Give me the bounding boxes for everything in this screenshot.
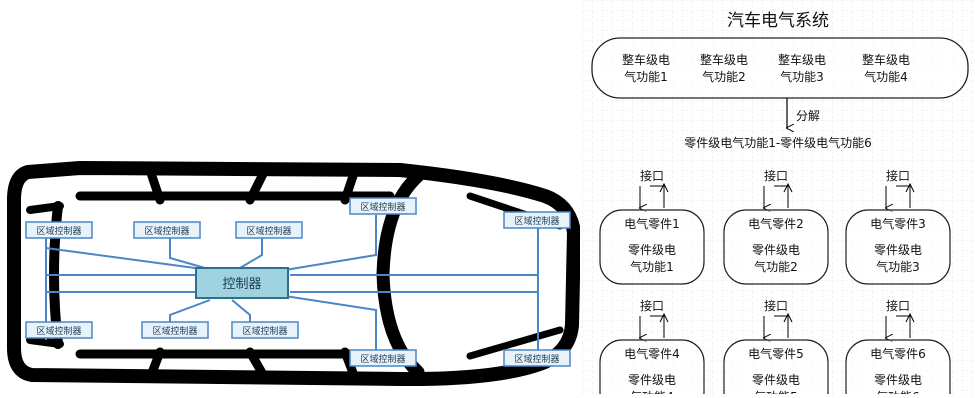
electrical-parts-grid: 接口电气零件1零件级电气功能1接口电气零件2零件级电气功能2接口电气零件3零件级… xyxy=(599,168,951,398)
zone-controller-label: 区域控制器 xyxy=(514,353,559,365)
part-function: 零件级电 xyxy=(752,243,800,257)
part-function: 零件级电 xyxy=(628,373,676,387)
zone-controller-label: 区域控制器 xyxy=(152,325,197,337)
vehicle-function-label: 整车级电 xyxy=(622,52,670,67)
part-name: 电气零件1 xyxy=(624,216,680,231)
interface-label: 接口 xyxy=(886,298,910,313)
zone-controller-label: 区域控制器 xyxy=(360,353,405,365)
part-function: 零件级电 xyxy=(874,373,922,387)
decomposition-svg: 汽车电气系统 整车级电气功能1整车级电气功能2整车级电气功能3整车级电气功能4 … xyxy=(582,0,975,398)
part-function: 气功能3 xyxy=(876,259,920,274)
part-name: 电气零件6 xyxy=(870,346,926,361)
zone-controller: 区域控制器 xyxy=(349,197,417,215)
zone-controllers: 区域控制器区域控制器区域控制器区域控制器区域控制器区域控制器区域控制器区域控制器… xyxy=(25,197,571,367)
vehicle-function-label: 整车级电 xyxy=(700,52,748,67)
central-controller: 控制器 xyxy=(195,267,289,299)
zone-controller-label: 区域控制器 xyxy=(242,325,287,337)
part-function: 零件级电 xyxy=(628,243,676,257)
zone-controller-label: 区域控制器 xyxy=(36,225,81,237)
zone-controller: 区域控制器 xyxy=(231,321,299,339)
part-function: 气功能2 xyxy=(754,259,798,274)
part-function: 气功能4 xyxy=(630,389,674,394)
vehicle-function-label: 整车级电 xyxy=(862,52,910,67)
zone-controller: 区域控制器 xyxy=(133,221,201,239)
part-name: 电气零件5 xyxy=(748,346,804,361)
part-function: 气功能5 xyxy=(754,389,798,394)
system-title: 汽车电气系统 xyxy=(727,11,829,31)
part-name: 电气零件2 xyxy=(748,216,804,231)
controller-label: 控制器 xyxy=(222,277,261,292)
part-function: 气功能1 xyxy=(630,259,674,274)
interface-label: 接口 xyxy=(886,168,910,183)
part-name: 电气零件3 xyxy=(870,216,926,231)
interface-label: 接口 xyxy=(640,168,664,183)
zone-controller: 区域控制器 xyxy=(141,321,209,339)
vehicle-function-label: 气功能4 xyxy=(864,69,908,84)
vehicle-function-label: 气功能1 xyxy=(624,69,668,84)
zone-controller: 区域控制器 xyxy=(25,221,93,239)
zone-controller: 区域控制器 xyxy=(349,349,417,367)
part-function: 零件级电 xyxy=(874,243,922,257)
zone-controller-label: 区域控制器 xyxy=(144,225,189,237)
part-function: 气功能6 xyxy=(876,389,920,394)
zone-controller: 区域控制器 xyxy=(25,321,93,339)
vehicle-function-label: 气功能2 xyxy=(702,69,746,84)
zone-controller: 区域控制器 xyxy=(503,211,571,229)
zone-controller: 区域控制器 xyxy=(503,349,571,367)
interface-label: 接口 xyxy=(640,298,664,313)
zone-controller-label: 区域控制器 xyxy=(36,325,81,337)
car-topology-svg: 控制器 区域控制器区域控制器区域控制器区域控制器区域控制器区域控制器区域控制器区… xyxy=(7,161,581,387)
zone-controller-label: 区域控制器 xyxy=(246,225,291,237)
vehicle-function-label: 整车级电 xyxy=(778,52,826,67)
vehicle-functions-container xyxy=(591,37,969,99)
car-body-outline xyxy=(7,161,581,387)
component-function-range: 零件级电气功能1-零件级电气功能6 xyxy=(684,135,872,150)
car-topology-diagram: 控制器 区域控制器区域控制器区域控制器区域控制器区域控制器区域控制器区域控制器区… xyxy=(7,161,581,387)
zone-controller-label: 区域控制器 xyxy=(360,201,405,213)
decompose-label: 分解 xyxy=(796,109,820,123)
interface-label: 接口 xyxy=(764,298,788,313)
part-function: 零件级电 xyxy=(752,373,800,387)
interface-label: 接口 xyxy=(764,168,788,183)
zone-controller-label: 区域控制器 xyxy=(514,215,559,227)
vehicle-function-label: 气功能3 xyxy=(780,69,824,84)
zone-controller: 区域控制器 xyxy=(235,221,303,239)
part-name: 电气零件4 xyxy=(624,346,680,361)
